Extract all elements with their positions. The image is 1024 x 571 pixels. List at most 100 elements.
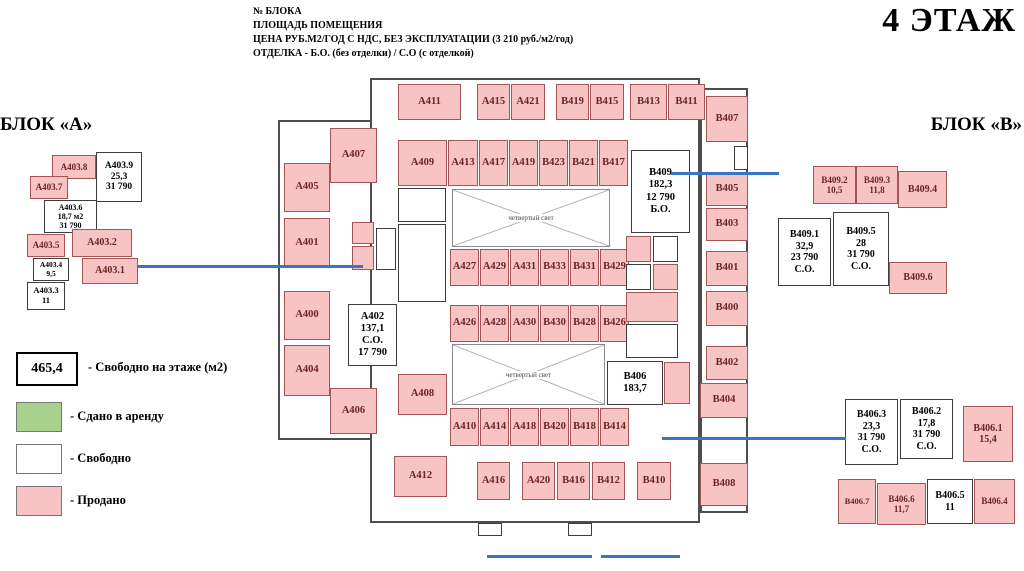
room-В409.6[interactable]: В409.6 bbox=[889, 262, 947, 294]
room-label: В414 bbox=[603, 420, 626, 432]
room-service[interactable] bbox=[653, 264, 678, 290]
room-А401[interactable]: А401 bbox=[284, 218, 330, 268]
room-А403.7[interactable]: А403.7 bbox=[30, 176, 68, 199]
room-В419[interactable]: В419 bbox=[556, 84, 589, 120]
room-В411[interactable]: В411 bbox=[668, 84, 705, 120]
room-А419[interactable]: А419 bbox=[509, 140, 538, 186]
room-В429[interactable]: В429 bbox=[600, 249, 629, 286]
room-А410[interactable]: А410 bbox=[450, 408, 479, 446]
room-В417[interactable]: В417 bbox=[599, 140, 628, 186]
room-В407[interactable]: В407 bbox=[706, 96, 748, 142]
room-А426[interactable]: А426 bbox=[450, 305, 479, 342]
room-В410[interactable]: В410 bbox=[637, 462, 671, 500]
room-А400[interactable]: А400 bbox=[284, 291, 330, 340]
room-В413[interactable]: В413 bbox=[630, 84, 667, 120]
room-А403.1[interactable]: А403.1 bbox=[82, 258, 138, 284]
header-line-block-number: № БЛОКА bbox=[253, 6, 302, 17]
connector-line bbox=[487, 555, 592, 558]
room-В415[interactable]: В415 bbox=[590, 84, 624, 120]
room-А403.2[interactable]: А403.2 bbox=[72, 229, 132, 257]
room-А404[interactable]: А404 bbox=[284, 345, 330, 396]
room-В418[interactable]: В418 bbox=[570, 408, 599, 446]
room-service[interactable] bbox=[352, 246, 374, 270]
room-В408[interactable]: В408 bbox=[700, 463, 748, 506]
room-В402[interactable]: В402 bbox=[706, 346, 748, 380]
room-service[interactable] bbox=[626, 324, 678, 358]
room-service[interactable] bbox=[626, 236, 651, 262]
room-А418[interactable]: А418 bbox=[510, 408, 539, 446]
room-В431[interactable]: В431 bbox=[570, 249, 599, 286]
room-service[interactable] bbox=[376, 228, 396, 270]
room-label: В409.4 bbox=[907, 183, 938, 195]
room-А409[interactable]: А409 bbox=[398, 140, 447, 186]
room-В409.4[interactable]: В409.4 bbox=[898, 171, 947, 208]
room-А415[interactable]: А415 bbox=[477, 84, 510, 120]
room-В412[interactable]: В412 bbox=[592, 462, 625, 500]
lightwell-label: четвертый свет bbox=[506, 214, 556, 222]
room-А420[interactable]: А420 bbox=[522, 462, 555, 500]
room-А405[interactable]: А405 bbox=[284, 163, 330, 212]
room-В433[interactable]: В433 bbox=[540, 249, 569, 286]
room-А429[interactable]: А429 bbox=[480, 249, 509, 286]
room-label: А403.5 bbox=[32, 240, 60, 251]
room-label: В406.7 bbox=[844, 495, 870, 506]
room-service[interactable] bbox=[664, 362, 690, 404]
room-А414[interactable]: А414 bbox=[480, 408, 509, 446]
room-А411[interactable]: А411 bbox=[398, 84, 461, 120]
room-service[interactable] bbox=[352, 222, 374, 244]
room-service[interactable] bbox=[734, 146, 748, 170]
room-А427[interactable]: А427 bbox=[450, 249, 479, 286]
room-service[interactable] bbox=[568, 523, 592, 536]
room-service[interactable] bbox=[626, 264, 651, 290]
room-А428[interactable]: А428 bbox=[480, 305, 509, 342]
room-А421[interactable]: А421 bbox=[511, 84, 545, 120]
room-service[interactable] bbox=[478, 523, 502, 536]
room-service[interactable] bbox=[398, 224, 446, 302]
room-В401[interactable]: В401 bbox=[706, 251, 748, 286]
room-В400[interactable]: В400 bbox=[706, 291, 748, 326]
room-В405[interactable]: В405 bbox=[706, 172, 748, 206]
room-В430[interactable]: В430 bbox=[540, 305, 569, 342]
room-В406.4[interactable]: В406.4 bbox=[974, 479, 1015, 524]
room-В426[interactable]: В426 bbox=[600, 305, 629, 342]
room-А412[interactable]: А412 bbox=[394, 456, 447, 497]
room-В421[interactable]: В421 bbox=[569, 140, 598, 186]
room-А408[interactable]: А408 bbox=[398, 374, 447, 415]
room-А403.5[interactable]: А403.5 bbox=[27, 234, 65, 257]
room-В414[interactable]: В414 bbox=[600, 408, 629, 446]
room-service[interactable] bbox=[398, 188, 446, 222]
room-А407[interactable]: А407 bbox=[330, 128, 377, 183]
room-А406[interactable]: А406 bbox=[330, 388, 377, 434]
room-В403[interactable]: В403 bbox=[706, 208, 748, 241]
room-А403.8[interactable]: А403.8 bbox=[52, 155, 96, 179]
room-В428[interactable]: В428 bbox=[570, 305, 599, 342]
room-В404[interactable]: В404 bbox=[700, 383, 748, 418]
room-service[interactable] bbox=[626, 292, 678, 322]
room-service[interactable] bbox=[653, 236, 678, 262]
room-А416[interactable]: А416 bbox=[477, 462, 510, 500]
room-В420[interactable]: В420 bbox=[540, 408, 569, 446]
room-А413[interactable]: А413 bbox=[448, 140, 478, 186]
room-В416[interactable]: В416 bbox=[557, 462, 590, 500]
room-В406.7[interactable]: В406.7 bbox=[838, 479, 876, 524]
room-А417[interactable]: А417 bbox=[479, 140, 508, 186]
room-В423[interactable]: В423 bbox=[539, 140, 568, 186]
room-А430[interactable]: А430 bbox=[510, 305, 539, 342]
room-А431[interactable]: А431 bbox=[510, 249, 539, 286]
